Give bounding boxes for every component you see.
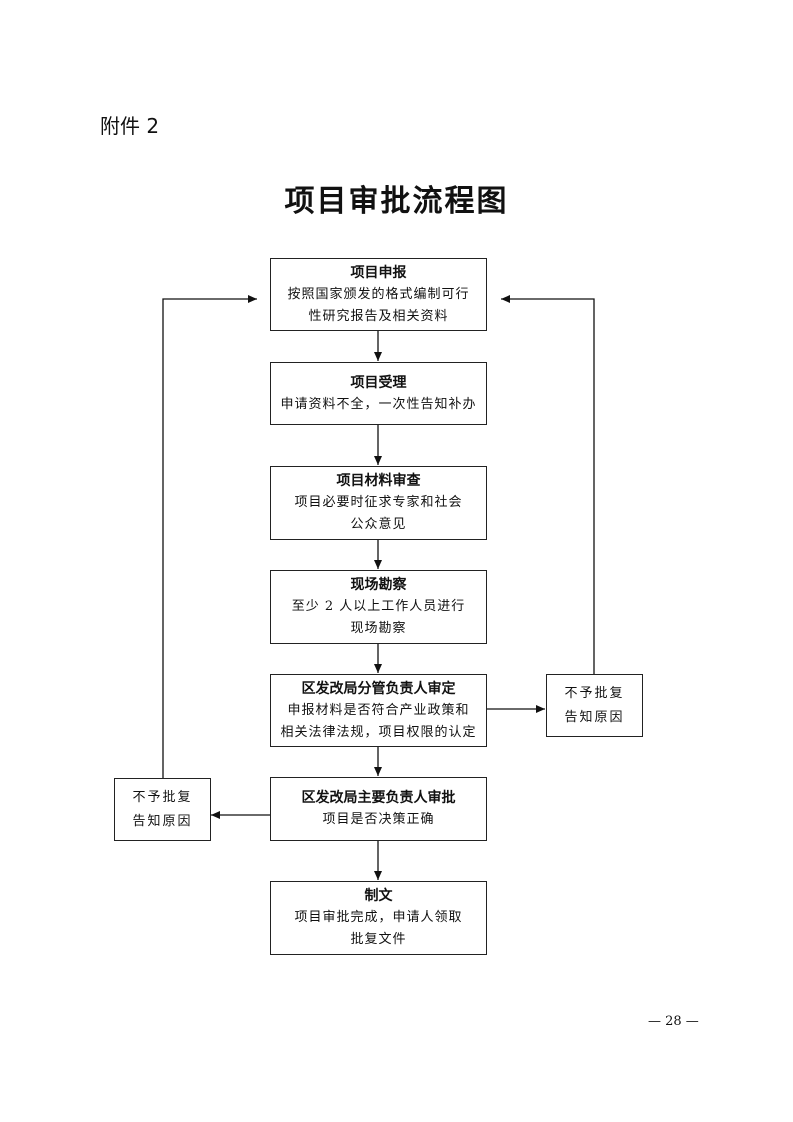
- step-line: 批复文件: [350, 932, 407, 947]
- step-heading: 区发改局主要负责人审批: [301, 790, 456, 806]
- step-document-issuance: 制文 项目审批完成，申请人领取 批复文件: [270, 881, 487, 955]
- step-line: 相关法律法规，项目权限的认定: [280, 724, 477, 740]
- arrow-reject-right-to-1: [501, 295, 595, 674]
- step-material-review: 项目材料审查 项目必要时征求专家和社会 公众意见: [270, 466, 487, 540]
- reject-box-right: 不予批复 告知原因: [546, 674, 643, 737]
- step-line: 按照国家颁发的格式编制可行: [287, 286, 470, 302]
- step-heading: 项目申报: [350, 264, 407, 281]
- step-line: 项目必要时征求专家和社会: [294, 495, 463, 510]
- step-line: 性研究报告及相关资料: [308, 308, 449, 324]
- reject-line: 告知原因: [564, 709, 625, 725]
- step-director-approval: 区发改局主要负责人审批 项目是否决策正确: [270, 777, 487, 841]
- step-line: 项目是否决策正确: [322, 812, 435, 827]
- attachment-label: 附件 2: [100, 114, 160, 138]
- reject-line: 不予批复: [132, 789, 193, 805]
- reject-line: 告知原因: [132, 813, 193, 829]
- step-heading: 项目受理: [350, 374, 407, 391]
- step-project-application: 项目申报 按照国家颁发的格式编制可行 性研究报告及相关资料: [270, 258, 487, 331]
- step-project-acceptance: 项目受理 申请资料不全，一次性告知补办: [270, 362, 487, 425]
- step-line: 现场勘察: [350, 621, 407, 636]
- step-line: 公众意见: [350, 517, 407, 532]
- step-heading: 制文: [364, 888, 393, 904]
- page-title: 项目审批流程图: [284, 184, 509, 219]
- reject-line: 不予批复: [564, 685, 625, 701]
- step-site-survey: 现场勘察 至少 2 人以上工作人员进行 现场勘察: [270, 570, 487, 644]
- step-line: 项目审批完成，申请人领取: [294, 910, 463, 925]
- page-number: — 28 —: [648, 1014, 699, 1029]
- step-line: 申请资料不全，一次性告知补办: [280, 396, 477, 412]
- step-heading: 项目材料审查: [336, 473, 421, 489]
- step-heading: 区发改局分管负责人审定: [301, 680, 456, 697]
- step-deputy-review: 区发改局分管负责人审定 申报材料是否符合产业政策和 相关法律法规，项目权限的认定: [270, 674, 487, 747]
- step-line: 至少 2 人以上工作人员进行: [291, 599, 466, 614]
- step-heading: 现场勘察: [350, 577, 407, 593]
- arrow-reject-left-to-1: [162, 295, 257, 778]
- reject-box-left: 不予批复 告知原因: [114, 778, 211, 841]
- step-line: 申报材料是否符合产业政策和: [287, 702, 470, 718]
